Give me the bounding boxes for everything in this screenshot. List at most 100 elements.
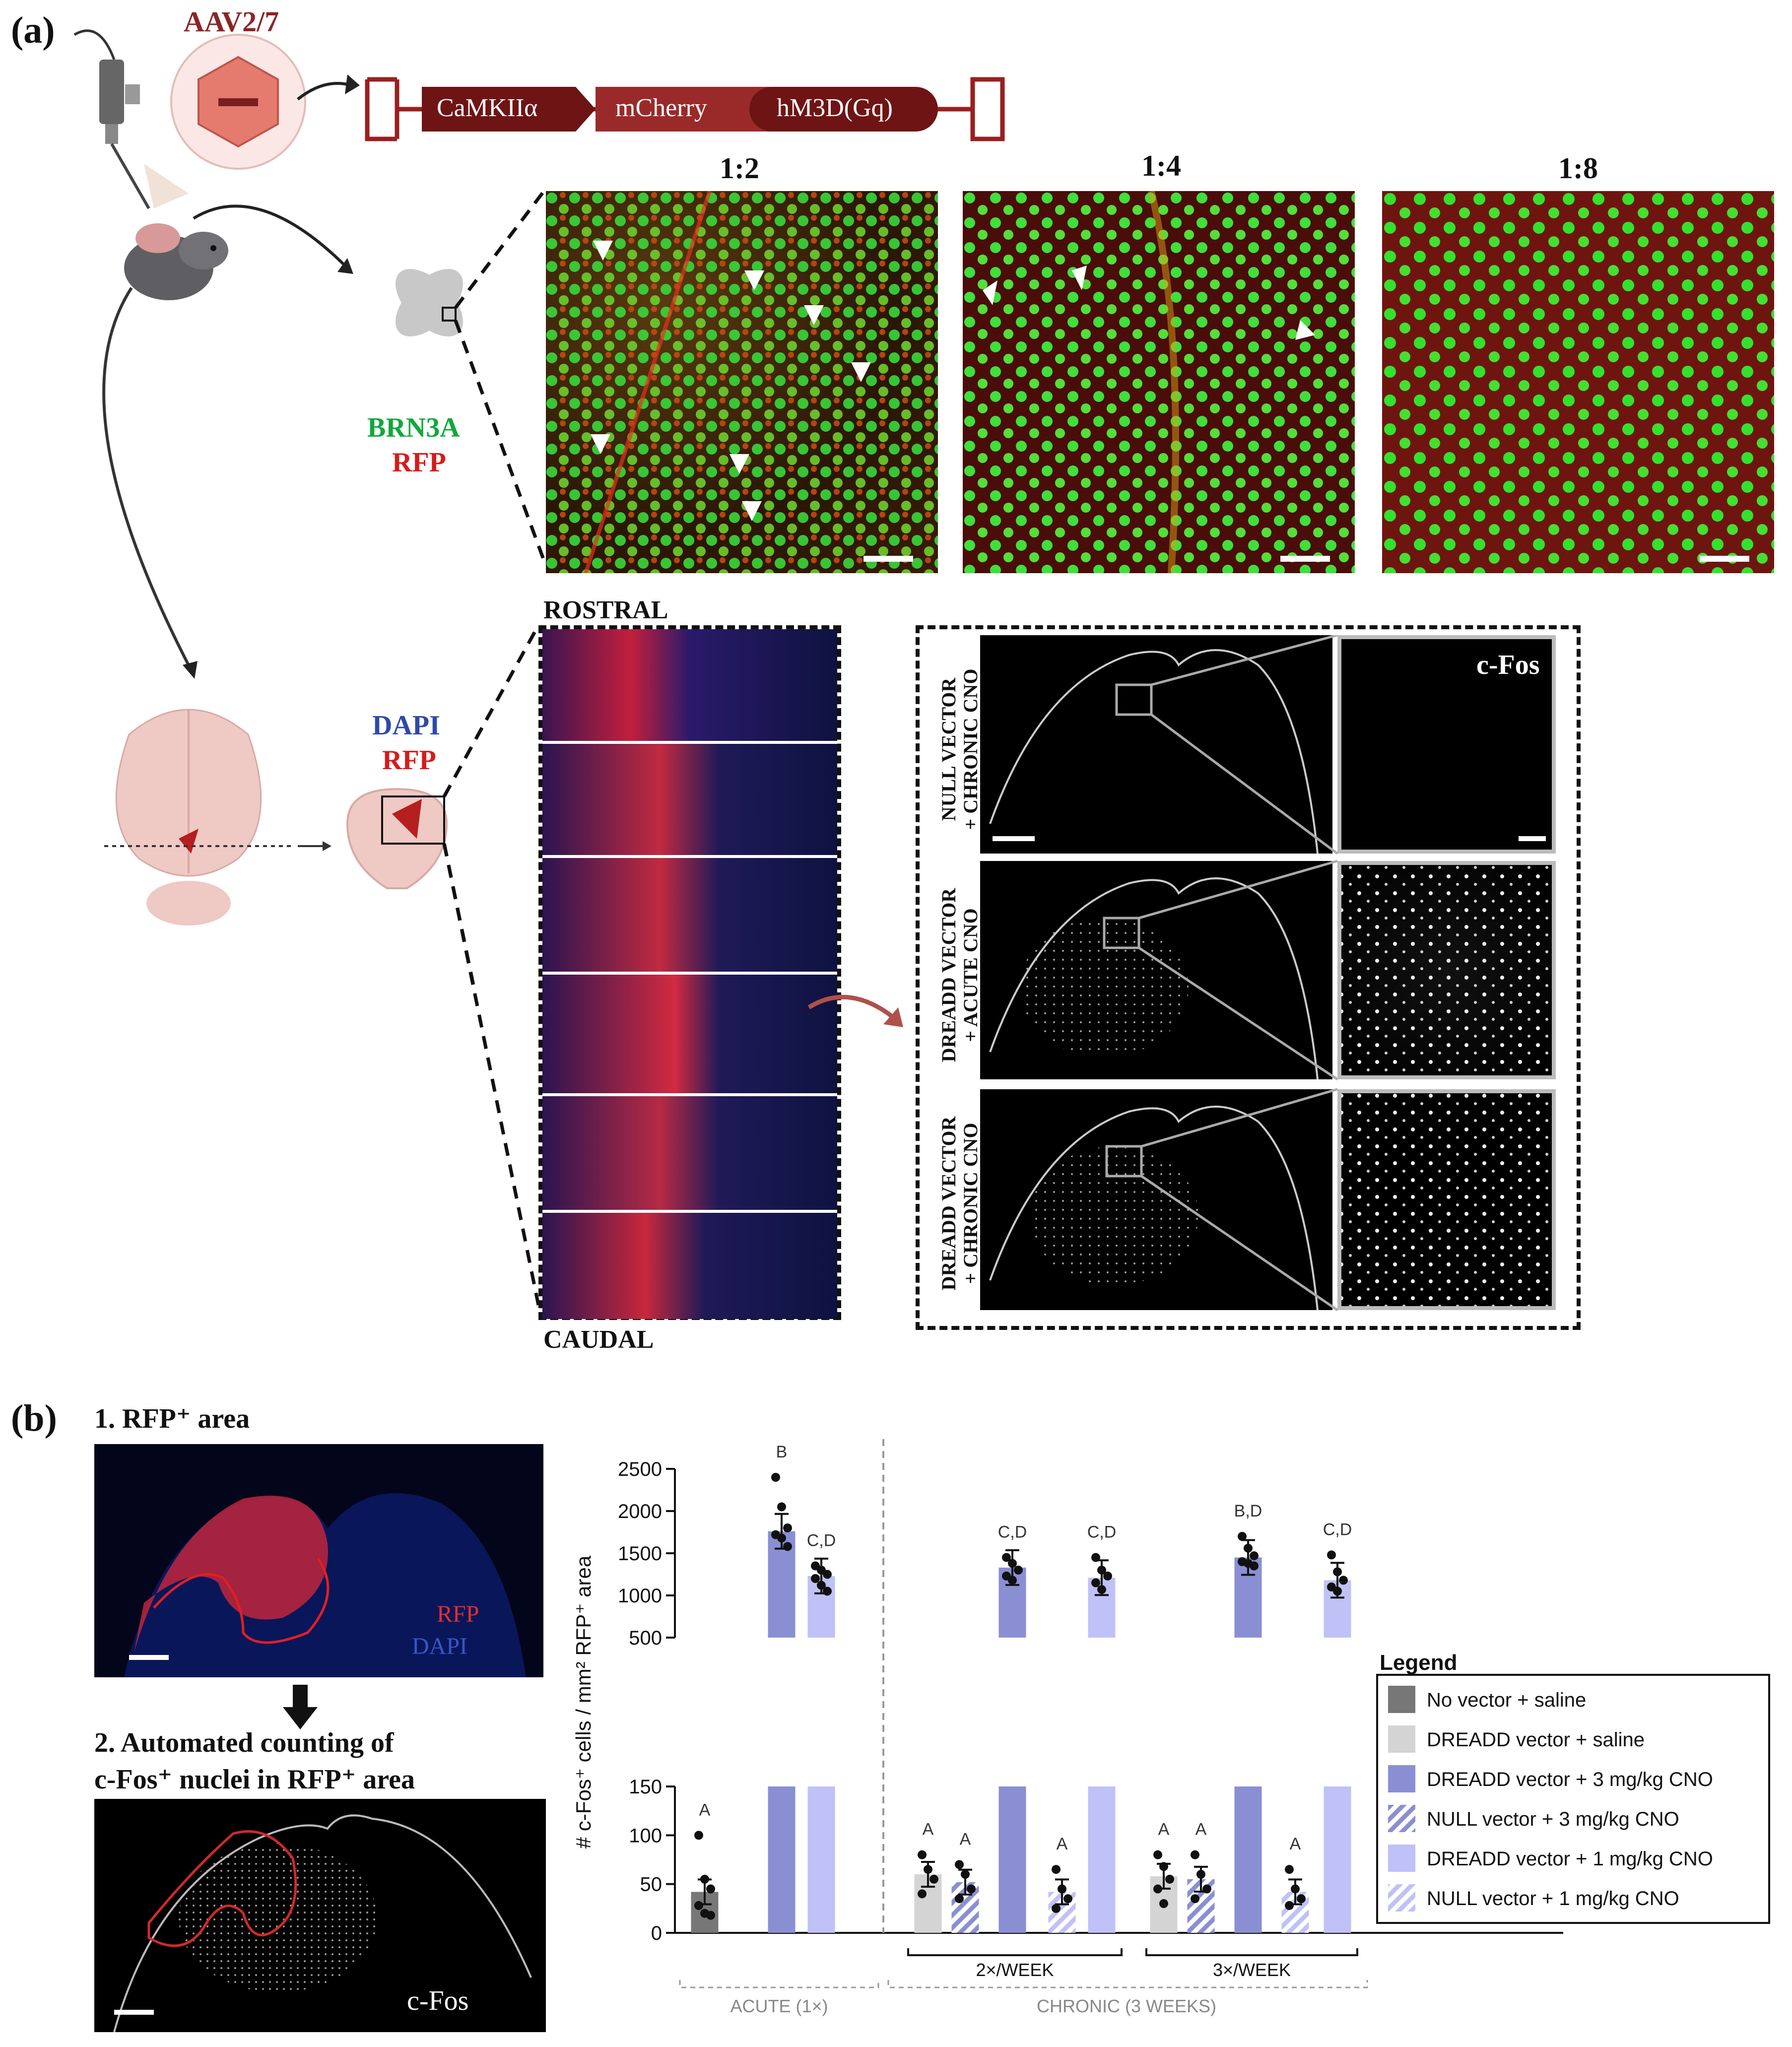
- bar: [768, 1786, 796, 1933]
- slice-series: [542, 629, 837, 1319]
- data-point: [1008, 1576, 1017, 1585]
- legend-label: DREADD vector + saline: [1427, 1729, 1645, 1751]
- significance-label: C,D: [807, 1531, 836, 1550]
- group-3x-week-label: 3×/WEEK: [1213, 1960, 1291, 1980]
- data-point: [811, 1574, 820, 1583]
- data-point: [1091, 1578, 1100, 1587]
- retina-image-1-2: [546, 191, 938, 573]
- legend-swatch: [1388, 1686, 1415, 1713]
- retina-image-1-4: [963, 191, 1355, 573]
- data-point: [1291, 1884, 1300, 1894]
- cfos-count-label: c-Fos: [407, 1985, 469, 2016]
- data-point: [1339, 1576, 1348, 1585]
- significance-label: C,D: [1323, 1520, 1352, 1539]
- retina-image-1-8: [1382, 191, 1774, 573]
- legend-label: DREADD vector + 3 mg/kg CNO: [1427, 1769, 1713, 1790]
- data-point: [1153, 1884, 1162, 1894]
- data-point: [823, 1586, 832, 1596]
- data-point: [1285, 1865, 1294, 1874]
- acute-bracket: [679, 1980, 879, 1988]
- significance-label: A: [1158, 1820, 1170, 1839]
- data-point: [823, 1570, 832, 1579]
- step1-title: 1. RFP⁺ area: [94, 1403, 250, 1434]
- data-point: [1196, 1870, 1205, 1879]
- group-2x-week-label: 2×/WEEK: [976, 1960, 1054, 1980]
- y-tick-label: 2000: [618, 1501, 662, 1522]
- condition-label-3: DREADD VECTOR+ CHRONIC CNO: [937, 1116, 982, 1291]
- cfos-zoom-null-chronic: [1337, 635, 1556, 854]
- data-point: [1191, 1850, 1199, 1859]
- significance-label: A: [923, 1820, 934, 1839]
- arrow-to-cfos: [807, 994, 903, 1027]
- schematic-drawing: [73, 29, 548, 992]
- chronic-label: CHRONIC (3 WEEKS): [1037, 1996, 1216, 2016]
- data-point: [771, 1473, 780, 1482]
- group-3x-week-bracket: [1145, 1948, 1358, 1956]
- significance-label: B,D: [1234, 1502, 1262, 1520]
- cfos-box: [916, 625, 1581, 1330]
- legend-swatch: [1388, 1725, 1415, 1753]
- vector-name: AAV2/7: [184, 5, 279, 38]
- construct-reporter: mCherry: [615, 94, 707, 122]
- y-tick-label: 100: [629, 1825, 662, 1847]
- data-point: [1285, 1901, 1294, 1910]
- data-point: [1103, 1571, 1112, 1581]
- data-point: [1058, 1884, 1066, 1894]
- down-arrow-icon: [283, 1685, 318, 1729]
- legend-swatch: [1388, 1805, 1415, 1832]
- y-tick-label: 1000: [618, 1585, 662, 1607]
- data-point: [1250, 1561, 1259, 1571]
- construct-promoter: CaMKIIα: [437, 94, 538, 122]
- data-point: [1327, 1550, 1336, 1560]
- coronal-brain-icon: [346, 788, 448, 889]
- data-point: [1097, 1566, 1106, 1575]
- bar: [1324, 1786, 1351, 1933]
- significance-label: A: [1195, 1820, 1207, 1839]
- data-point: [929, 1874, 938, 1884]
- legend-label: NULL vector + 1 mg/kg CNO: [1427, 1888, 1679, 1910]
- y-tick-label: 500: [629, 1627, 662, 1649]
- data-point: [1091, 1553, 1100, 1562]
- panel-b-letter: (b): [11, 1397, 57, 1439]
- construct-receptor: hM3D(Gq): [777, 94, 893, 122]
- rfp-label: RFP: [437, 1601, 479, 1627]
- data-point: [1008, 1559, 1017, 1568]
- significance-label: C,D: [1087, 1523, 1117, 1542]
- data-point: [694, 1831, 703, 1840]
- retina-stain-brn3a: BRN3A: [367, 412, 460, 443]
- legend-label: No vector + saline: [1427, 1689, 1586, 1711]
- data-point: [706, 1911, 715, 1920]
- data-point: [694, 1901, 703, 1910]
- data-point: [1002, 1553, 1011, 1562]
- data-point: [1250, 1551, 1259, 1561]
- brain-dorsal-icon: [104, 709, 332, 925]
- significance-label: B: [776, 1443, 788, 1461]
- data-point: [706, 1884, 715, 1894]
- data-point: [1052, 1904, 1061, 1913]
- cfos-count-image: c-Fos: [94, 1799, 546, 2032]
- mouse-icon: [124, 223, 228, 300]
- data-point: [700, 1874, 709, 1884]
- y-tick-label: 50: [640, 1874, 663, 1896]
- caudal-label: CAUDAL: [543, 1325, 654, 1354]
- data-point: [1153, 1850, 1162, 1859]
- condition-label-2: DREADD VECTOR+ ACUTE CNO: [937, 888, 982, 1062]
- significance-label: A: [1290, 1835, 1301, 1853]
- dilution-1: 1:2: [720, 152, 759, 185]
- legend-title: Legend: [1380, 1651, 1457, 1675]
- legend-label: DREADD vector + 1 mg/kg CNO: [1427, 1848, 1713, 1870]
- bar: [807, 1786, 835, 1933]
- data-point: [1052, 1865, 1061, 1874]
- bar: [1088, 1786, 1116, 1933]
- step2-title-line2: c-Fos⁺ nuclei in RFP⁺ area: [94, 1764, 415, 1795]
- y-tick-label: 150: [629, 1776, 662, 1798]
- data-point: [1014, 1566, 1023, 1575]
- panel-a-letter: (a): [11, 9, 55, 51]
- cfos-row-null-chronic: [980, 635, 1332, 854]
- data-point: [1202, 1884, 1211, 1894]
- significance-label: A: [960, 1830, 971, 1849]
- group-2x-week-bracket: [907, 1948, 1123, 1956]
- dilution-3: 1:8: [1558, 152, 1598, 185]
- data-point: [1238, 1532, 1247, 1541]
- legend-swatch: [1388, 1845, 1415, 1872]
